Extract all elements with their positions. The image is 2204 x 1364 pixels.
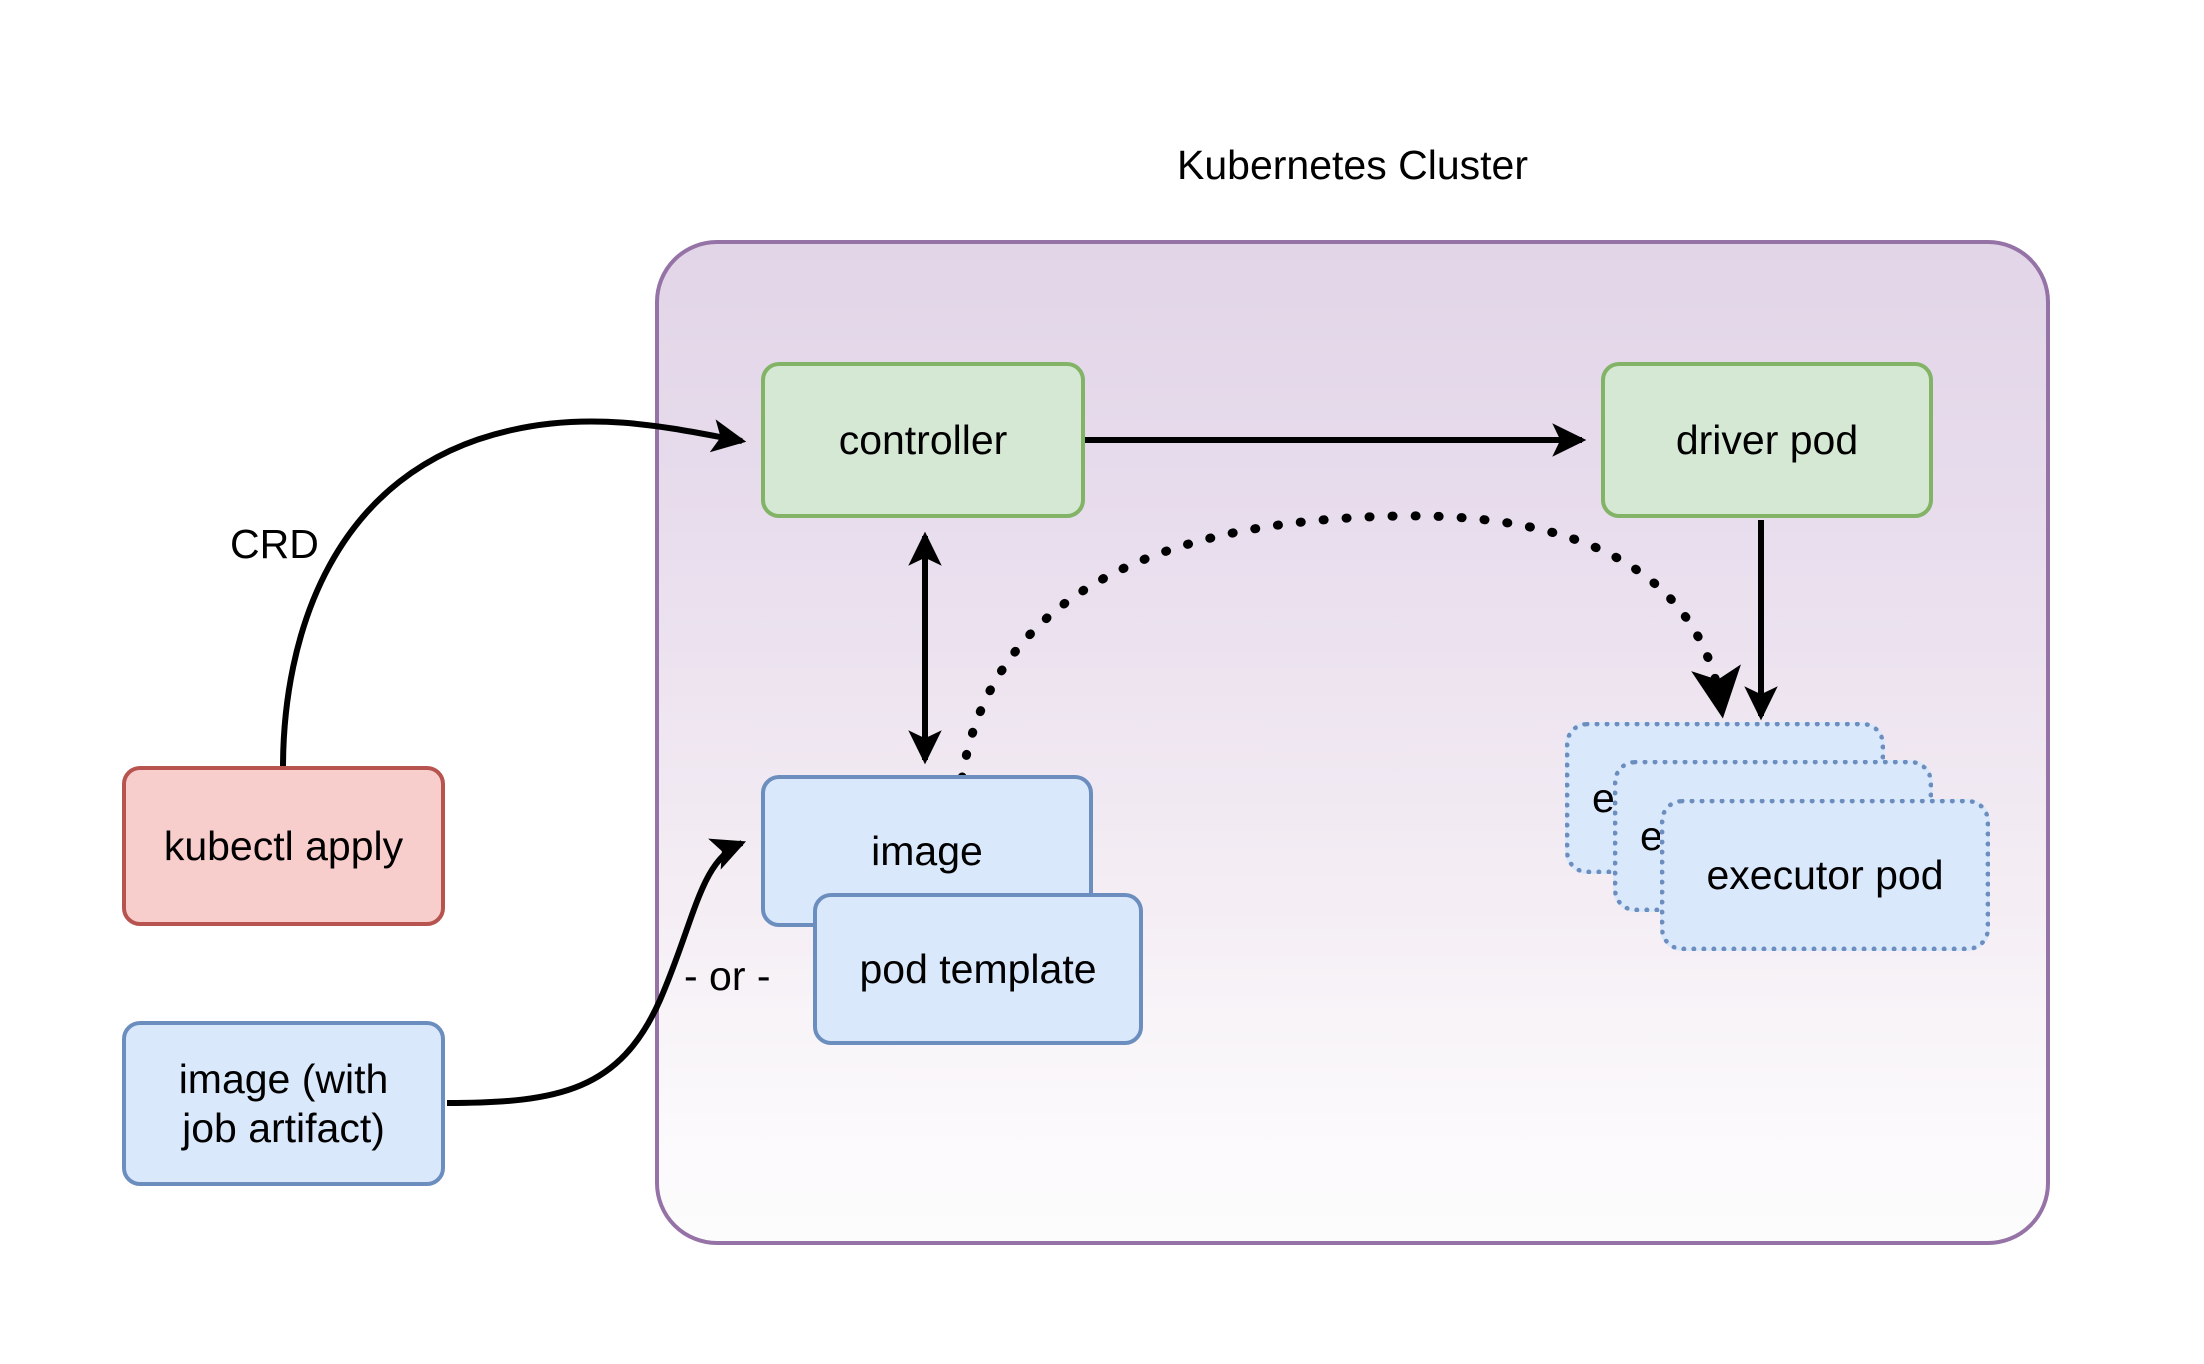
- node-kubectl-apply[interactable]: kubectl apply: [122, 766, 445, 926]
- edge-label-crd: CRD: [230, 521, 319, 567]
- node-driver-pod[interactable]: driver pod: [1601, 362, 1933, 518]
- node-image-with-job-artifact-label-line2: job artifact): [182, 1104, 385, 1151]
- node-executor-pod-back-label: e: [1592, 774, 1615, 821]
- node-driver-pod-label: driver pod: [1675, 416, 1859, 463]
- edge-label-or: - or -: [684, 953, 771, 999]
- node-image-label: image: [871, 827, 983, 874]
- node-pod-template-label: pod template: [859, 945, 1097, 992]
- node-image-with-job-artifact[interactable]: image (with job artifact): [122, 1021, 445, 1186]
- node-kubectl-apply-label: kubectl apply: [163, 822, 404, 869]
- cluster-title: Kubernetes Cluster: [1177, 142, 1528, 188]
- node-controller[interactable]: controller: [761, 362, 1085, 518]
- node-executor-pod-front[interactable]: executor pod: [1660, 799, 1990, 951]
- node-executor-pod-front-label: executor pod: [1706, 851, 1944, 898]
- node-controller-label: controller: [838, 416, 1008, 463]
- node-pod-template[interactable]: pod template: [813, 893, 1143, 1045]
- node-image-with-job-artifact-label-line1: image (with: [178, 1056, 389, 1103]
